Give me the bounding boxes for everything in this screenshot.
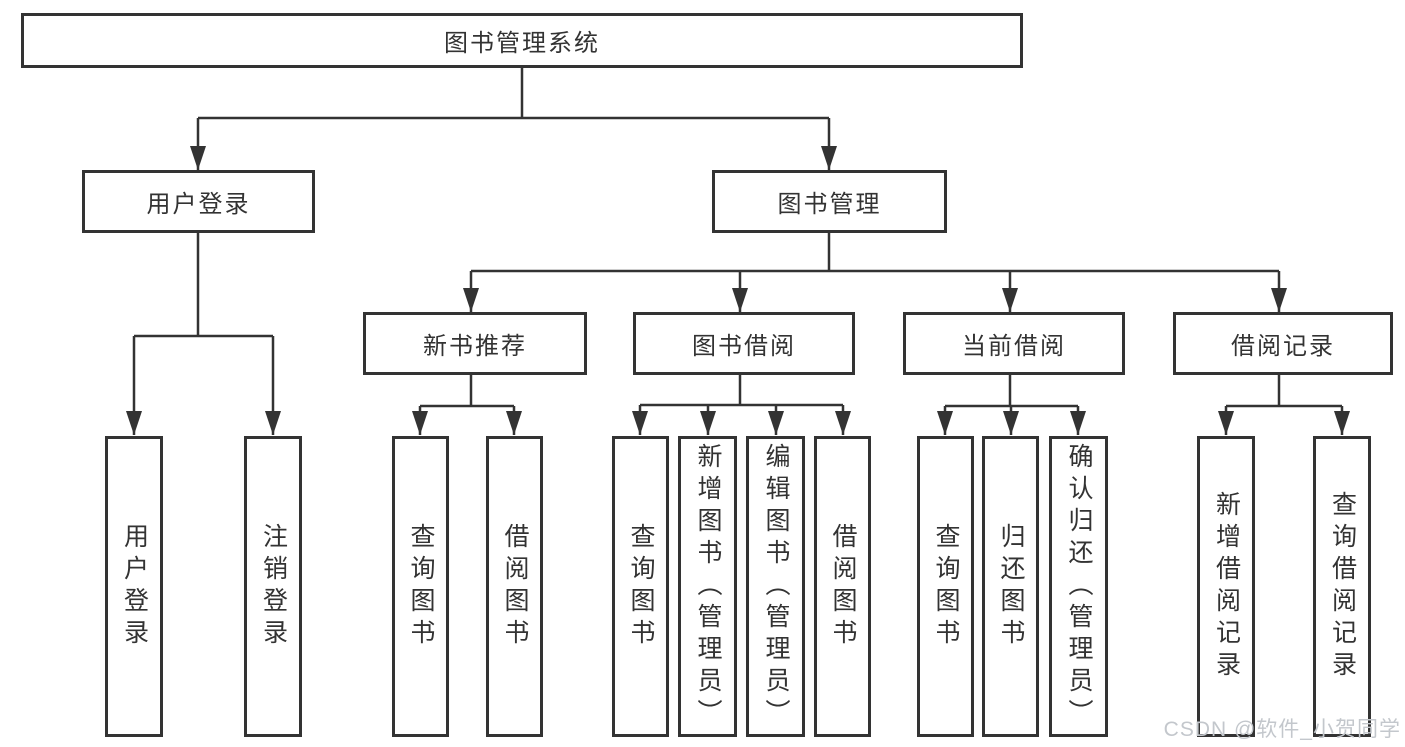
csdn-watermark: CSDN @软件_小贺同学 (1163, 718, 1401, 741)
leaf-label: 注销登录 (259, 522, 288, 651)
node-leaf-query-book-borrow: 查询图书 (612, 436, 669, 737)
leaf-label: 归还图书 (997, 522, 1025, 651)
leaf-label: 新增图书（管理员） (694, 442, 722, 731)
node-leaf-query-book-recommend: 查询图书 (392, 436, 449, 737)
arrowheads (126, 146, 1350, 435)
node-leaf-add-book-admin: 新增图书（管理员） (678, 436, 737, 737)
node-leaf-confirm-return-admin: 确认归还（管理员） (1049, 436, 1108, 737)
leaf-label: 借阅图书 (501, 522, 529, 651)
node-leaf-add-borrow-record: 新增借阅记录 (1197, 436, 1255, 737)
node-leaf-borrow-book-recommend: 借阅图书 (486, 436, 543, 737)
leaf-label: 确认归还（管理员） (1065, 442, 1093, 731)
leaf-label: 新增借阅记录 (1212, 490, 1241, 683)
node-leaf-logout: 注销登录 (244, 436, 302, 737)
node-user-login: 用户登录 (82, 170, 315, 233)
node-library-system: 图书管理系统 (21, 13, 1023, 68)
leaf-label: 查询图书 (932, 522, 960, 651)
leaf-label: 查询借阅记录 (1328, 490, 1357, 683)
node-leaf-return-book: 归还图书 (982, 436, 1039, 737)
node-current-borrow: 当前借阅 (903, 312, 1125, 375)
leaf-label: 查询图书 (407, 522, 435, 651)
leaf-label: 用户登录 (120, 522, 149, 651)
node-leaf-edit-book-admin: 编辑图书（管理员） (746, 436, 805, 737)
node-leaf-query-book-current: 查询图书 (917, 436, 974, 737)
node-leaf-query-borrow-record: 查询借阅记录 (1313, 436, 1371, 737)
node-book-borrow: 图书借阅 (633, 312, 855, 375)
node-borrow-record: 借阅记录 (1173, 312, 1393, 375)
node-book-management: 图书管理 (712, 170, 947, 233)
node-new-book-recommend: 新书推荐 (363, 312, 587, 375)
node-leaf-user-login: 用户登录 (105, 436, 163, 737)
node-leaf-borrow-book: 借阅图书 (814, 436, 871, 737)
leaf-label: 编辑图书（管理员） (762, 442, 790, 731)
leaf-label: 查询图书 (627, 522, 655, 651)
leaf-label: 借阅图书 (829, 522, 857, 651)
